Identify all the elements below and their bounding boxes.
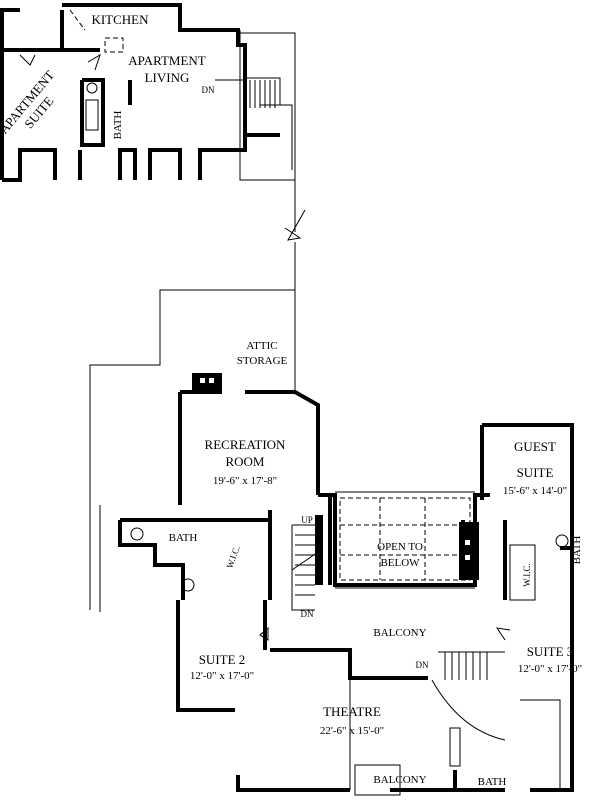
open-to-below-label-1: OPEN TO <box>377 541 423 553</box>
theatre-dims: 22'-6" x 15'-0" <box>320 725 384 737</box>
attic-label-1: ATTIC <box>246 340 277 352</box>
main-plan <box>118 373 574 796</box>
recreation-room-dims: 19'-6" x 17'-8" <box>213 475 277 487</box>
bath-left-label: BATH <box>169 532 198 544</box>
open-to-below-label-2: BELOW <box>380 557 420 569</box>
recreation-room-label-1: RECREATION <box>205 437 287 452</box>
apartment-bath-label: BATH <box>112 111 124 140</box>
guest-suite-dims: 15'-6" x 14'-0" <box>503 485 567 497</box>
wic-left-label: W.I.C. <box>224 544 241 569</box>
stair-dn-label: DN <box>301 609 314 619</box>
suite-2-dims: 12'-0" x 17'-0" <box>190 670 254 682</box>
attic-label-2: STORAGE <box>237 355 288 367</box>
kitchen-label: KITCHEN <box>91 12 149 27</box>
apartment-living-label-1: APARTMENT <box>128 53 206 68</box>
stair-up-label: UP <box>301 515 313 525</box>
guest-suite-label-1: GUEST <box>514 439 556 454</box>
theatre-label: THEATRE <box>323 704 381 719</box>
recreation-room-label-2: ROOM <box>225 454 264 469</box>
apartment-stair-dn: DN <box>202 85 215 95</box>
balcony-label: BALCONY <box>373 627 426 639</box>
bath-right-label: BATH <box>571 536 583 565</box>
suite-3-label: SUITE 3 <box>527 644 574 659</box>
suite-3-dims: 12'-0" x 17'-0" <box>518 663 582 675</box>
bath-bottom-label: BATH <box>478 776 507 788</box>
apartment-plan <box>0 3 296 182</box>
apartment-living-label-2: LIVING <box>145 70 190 85</box>
suite-2-label: SUITE 2 <box>199 652 246 667</box>
stair-dn-label-2: DN <box>416 660 429 670</box>
front-balcony-label: BALCONY <box>373 774 426 786</box>
guest-suite-label-2: SUITE <box>517 465 554 480</box>
wic-right-label: W.I.C. <box>522 563 532 586</box>
attic-outline <box>89 180 306 612</box>
